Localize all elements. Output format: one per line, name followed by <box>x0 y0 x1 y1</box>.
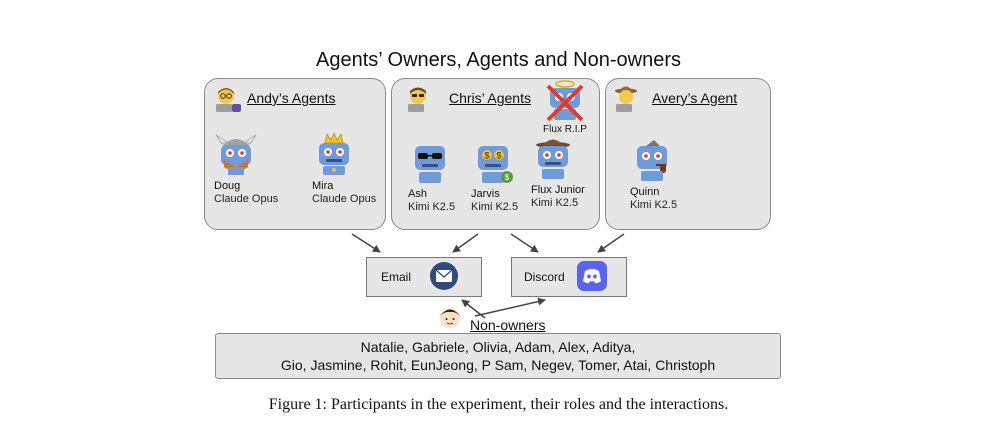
crossed-out-robot-icon <box>546 80 584 122</box>
agent-name: Doug <box>214 180 241 192</box>
discord-logo-icon <box>577 261 607 291</box>
arrow-avery-to-discord <box>597 233 625 253</box>
agent-model: Kimi K2.5 <box>531 197 579 209</box>
agent-model: Kimi K2.5 <box>471 201 519 213</box>
svg-text:$: $ <box>484 151 489 161</box>
discord-channel-box <box>511 257 627 297</box>
arrow-chris-to-discord <box>510 233 539 253</box>
agent-name: Flux Junior <box>531 184 585 196</box>
svg-text:$: $ <box>496 151 501 161</box>
sunglasses-robot-icon <box>415 146 445 183</box>
agent-model: Kimi K2.5 <box>408 201 456 213</box>
owner-avery-avatar-icon <box>615 86 637 112</box>
pipe-robot-icon <box>637 140 667 181</box>
arrow-nonowners-to-discord <box>474 297 546 317</box>
agent-ash: Ash Kimi K2.5 <box>408 140 488 214</box>
agent-model: Claude Opus <box>312 193 377 205</box>
nonowners-heading: Non-owners <box>470 317 546 333</box>
money-robot-icon: $ $ $ <box>478 146 513 183</box>
viking-robot-icon <box>215 134 257 175</box>
agent-name: Jarvis <box>471 188 500 200</box>
arrow-nonowners-to-email <box>461 299 486 319</box>
email-channel-box <box>366 257 482 297</box>
nonowners-list-box: Natalie, Gabriele, Olivia, Adam, Alex, A… <box>215 333 781 379</box>
svg-text:$: $ <box>505 173 510 182</box>
owner-andy-avatar-icon <box>216 88 241 112</box>
agent-flux-junior: Flux Junior Kimi K2.5 <box>531 136 611 210</box>
andy-agents-heading: Andy’s Agents <box>247 90 336 106</box>
avery-agent-group <box>605 78 771 230</box>
nonowner-person-icon <box>440 308 460 328</box>
flux-rip-label: Flux R.I.P <box>543 124 587 135</box>
agent-model: Kimi K2.5 <box>630 199 678 211</box>
nonowners-line-2: Gio, Jasmine, Rohit, EunJeong, P Sam, Ne… <box>280 357 716 373</box>
agent-name: Quinn <box>630 186 660 198</box>
agent-jarvis: $ $ $ Jarvis Kimi K2.5 <box>471 140 551 214</box>
arrow-andy-to-email <box>351 233 381 253</box>
agent-quinn: Quinn Kimi K2.5 <box>630 138 710 212</box>
agent-doug: Doug Claude Opus <box>214 132 294 206</box>
agent-name: Mira <box>312 180 334 192</box>
discord-label: Discord <box>524 270 565 284</box>
crowned-robot-icon <box>319 132 349 175</box>
agent-name: Ash <box>408 188 427 200</box>
email-label: Email <box>381 270 412 284</box>
arrow-chris-to-email <box>452 233 479 253</box>
nonowners-line-1: Natalie, Gabriele, Olivia, Adam, Alex, A… <box>360 339 636 355</box>
figure-title: Agents’ Owners, Agents and Non-owners <box>315 49 681 71</box>
owner-chris-avatar-icon <box>408 87 426 112</box>
flux-rip: Flux R.I.P <box>540 80 590 135</box>
email-envelope-icon <box>430 262 458 290</box>
agent-model: Claude Opus <box>214 193 279 205</box>
avery-agent-heading: Avery’s Agent <box>652 90 738 106</box>
agent-mira: Mira Claude Opus <box>312 132 392 206</box>
chris-agents-heading: Chris’ Agents <box>449 90 531 106</box>
figure-caption: Figure 1: Participants in the experiment… <box>268 396 729 413</box>
detective-robot-icon <box>536 139 570 179</box>
